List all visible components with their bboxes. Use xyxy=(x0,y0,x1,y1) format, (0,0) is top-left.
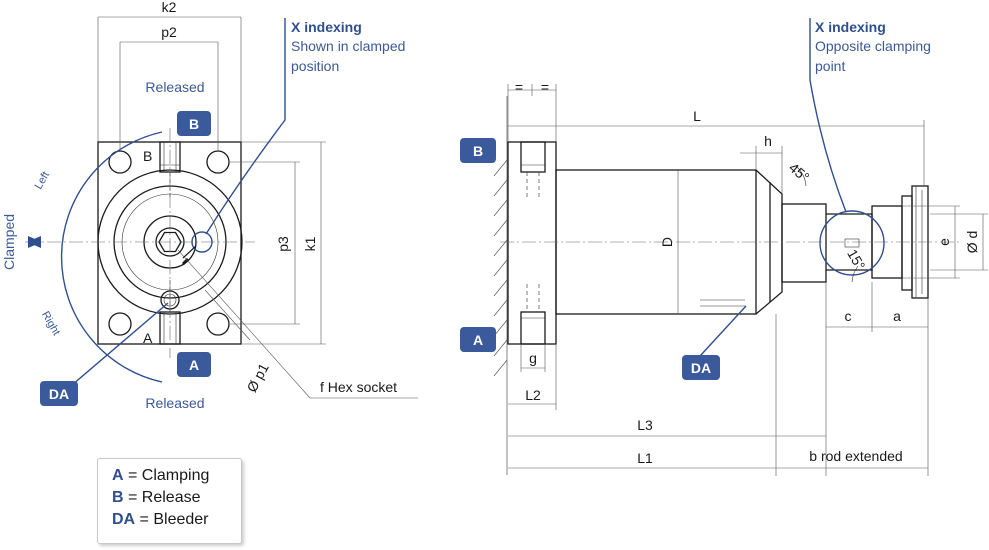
wall-hatch xyxy=(493,159,508,377)
dim-b-rod-extended: b rod extended xyxy=(809,448,902,464)
port-letter-b: B xyxy=(143,148,152,164)
x-indexing-line2-left: position xyxy=(291,58,339,74)
right-view xyxy=(493,18,988,476)
dim-L: L xyxy=(693,108,701,124)
dim-e: e xyxy=(936,238,952,246)
x-index-circle xyxy=(191,231,213,253)
badge-b-right: B xyxy=(460,138,496,163)
svg-text:DA: DA xyxy=(691,360,711,376)
badge-da-right: DA xyxy=(682,355,720,380)
x-indexing-title-left: X indexing xyxy=(291,19,362,35)
dim-p2: p2 xyxy=(161,24,177,40)
dim-c: c xyxy=(845,308,852,324)
svg-text:B: B xyxy=(473,143,483,159)
port-letter-a: A xyxy=(143,330,153,346)
svg-text:A: A xyxy=(189,357,199,373)
bolt-hole-bl xyxy=(108,312,132,336)
dim-a: a xyxy=(893,308,901,324)
dim-angle-15: 15° xyxy=(844,246,868,272)
x-indexing-title-right: X indexing xyxy=(815,19,886,35)
dim-g: g xyxy=(529,350,537,366)
badge-b-left: B xyxy=(177,111,211,136)
svg-text:DA: DA xyxy=(49,386,69,402)
dim-k2: k2 xyxy=(162,0,177,15)
dim-phi-p1: Ø p1 xyxy=(243,360,271,394)
badge-a-right: A xyxy=(460,327,496,352)
dim-p3: p3 xyxy=(275,236,291,252)
label-released-bottom: Released xyxy=(145,395,204,411)
legend-row-release: B = Release xyxy=(112,489,201,506)
bolt-hole-tl xyxy=(108,150,132,174)
dim-h: h xyxy=(764,133,772,149)
dim-equal-2: = xyxy=(541,79,549,95)
piston-rod xyxy=(781,203,827,283)
svg-text:A: A xyxy=(473,332,483,348)
label-right: Right xyxy=(39,309,62,337)
badge-da-left: DA xyxy=(40,381,78,406)
legend-row-bleeder: DA = Bleeder xyxy=(112,511,209,528)
dim-d: Ø d xyxy=(964,231,980,254)
label-left: Left xyxy=(33,170,53,192)
x-indexing-line1-left: Shown in clamped xyxy=(291,38,405,54)
left-view xyxy=(25,16,418,399)
dim-D: D xyxy=(659,237,675,247)
x-indexing-line2-right: point xyxy=(815,58,845,74)
legend-box: A = Clamping B = Release DA = Bleeder xyxy=(97,458,242,544)
legend-row-clamping: A = Clamping xyxy=(112,467,210,484)
x-indexing-line1-right: Opposite clamping xyxy=(815,38,931,54)
dim-L2: L2 xyxy=(525,387,541,403)
label-clamped: Clamped xyxy=(1,214,17,270)
label-released-top: Released xyxy=(145,79,204,95)
x-index-circle-right xyxy=(819,210,885,276)
dim-equal-1: = xyxy=(515,79,523,95)
rotation-arc xyxy=(60,131,163,383)
svg-text:B: B xyxy=(189,116,199,132)
bolt-hole-br xyxy=(206,312,230,336)
dim-angle-45: 45° xyxy=(786,159,813,185)
dim-k1: k1 xyxy=(302,236,318,251)
dim-L3: L3 xyxy=(637,417,653,433)
badge-a-left: A xyxy=(177,352,211,377)
dim-L1: L1 xyxy=(637,450,653,466)
bolt-hole-tr xyxy=(206,150,230,174)
label-hex-socket: f Hex socket xyxy=(320,379,397,395)
